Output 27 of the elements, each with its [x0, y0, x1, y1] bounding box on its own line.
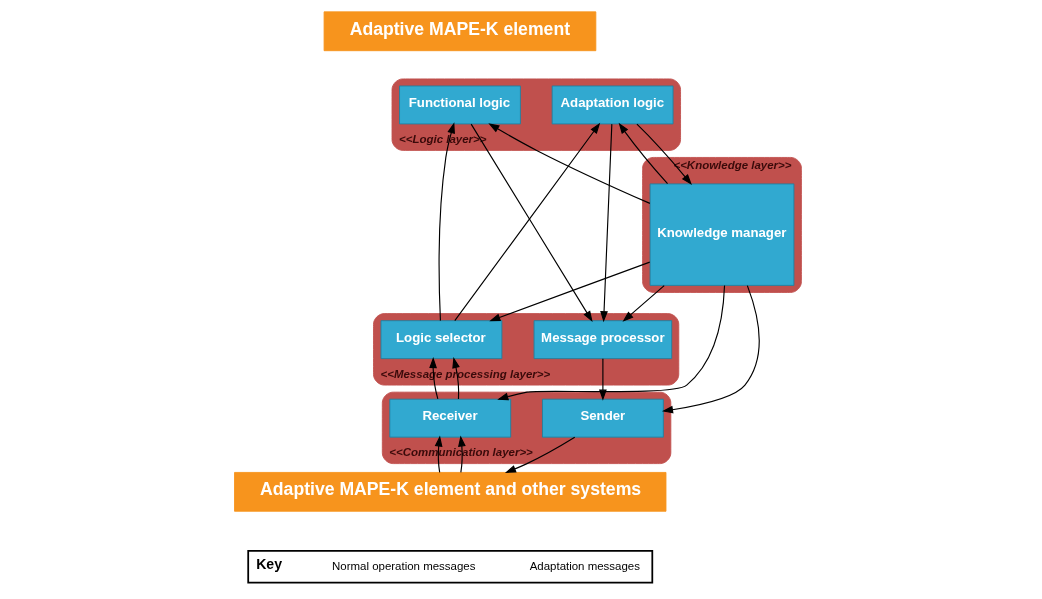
node-box: Adaptive MAPE-K element — [323, 11, 596, 52]
node-box: Receiver — [388, 398, 511, 438]
node-box: Logic selector — [380, 320, 502, 360]
arrow — [428, 357, 438, 400]
node-box: Message processor — [533, 320, 672, 360]
arrow — [622, 285, 665, 322]
arrow — [661, 285, 760, 414]
arrow — [599, 123, 612, 323]
arrow — [635, 123, 692, 186]
node-box: Adaptive MAPE-K element and other systems — [233, 472, 666, 512]
arrow — [488, 261, 650, 322]
arrow — [487, 123, 650, 204]
arrow — [438, 122, 455, 322]
arrow — [618, 122, 668, 185]
node-box: Functional logic — [398, 85, 521, 125]
legend-label: Normal operation messages — [331, 559, 475, 572]
arrow — [496, 284, 725, 401]
arrow — [598, 358, 607, 401]
arrow — [504, 436, 575, 473]
node-box: Adaptation logic — [551, 85, 673, 125]
legend-label: Adaptation messages — [529, 559, 640, 572]
node-box: Knowledge manager — [649, 183, 794, 286]
arrow — [470, 123, 593, 323]
arrow — [453, 122, 600, 322]
arrow — [451, 357, 460, 400]
node-box: Sender — [541, 398, 664, 438]
label: Key — [255, 556, 282, 573]
